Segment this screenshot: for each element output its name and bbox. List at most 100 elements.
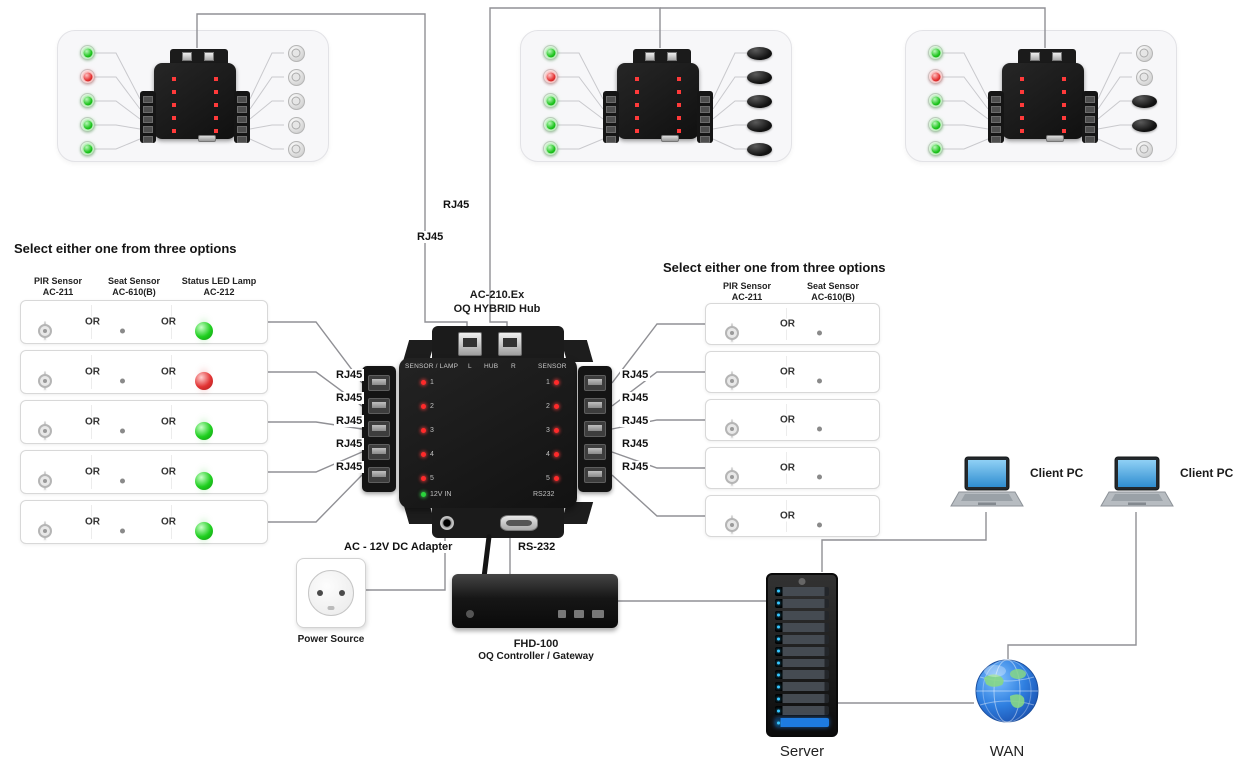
rj45-label: RJ45: [620, 415, 651, 427]
hub-led: 4: [421, 451, 434, 458]
hub-led: 2: [546, 403, 559, 410]
pir-sensor-icon: [287, 140, 305, 158]
pir-sensor-icon: [287, 68, 305, 86]
option-row-right-3: OR: [705, 399, 880, 441]
hub-top-ports: [432, 326, 564, 362]
status-led-lamp-icon: [195, 521, 213, 540]
seat-sensor-icon: [746, 94, 772, 108]
sensor-device: [1130, 43, 1158, 63]
option-row-left-5: OR OR: [20, 500, 268, 544]
server-label: Server: [779, 743, 825, 760]
rj45-port-icon: [368, 444, 390, 460]
lan-port-icon: [592, 610, 604, 618]
status-led: [928, 141, 943, 156]
option-row-left-2: OR OR: [20, 350, 268, 394]
server-slat: [775, 610, 829, 620]
rj45-port-icon: [368, 398, 390, 414]
hub-led: 1: [421, 379, 434, 386]
hub-bottom-panel: [432, 508, 564, 538]
rj45-label: RJ45: [334, 461, 365, 473]
pir-sensor-icon: [38, 371, 52, 390]
server-slat: [775, 682, 829, 692]
client-pc-label: Client PC: [1180, 466, 1234, 480]
server-slat: [775, 694, 829, 704]
hub-led: 4: [546, 451, 559, 458]
or-label: OR: [778, 318, 797, 330]
rj45-port-icon: [498, 332, 522, 356]
rj45-port-icon: [368, 375, 390, 391]
or-label: OR: [83, 416, 102, 428]
rj45-label: RJ45: [441, 199, 472, 211]
option-row-right-2: OR: [705, 351, 880, 393]
power-button-icon: [466, 610, 474, 618]
controller-name-label: OQ Controller / Gateway: [478, 651, 594, 662]
rj45-label: RJ45: [620, 461, 651, 473]
rs232-port-icon: [500, 515, 538, 531]
pir-sensor-icon: [725, 323, 739, 342]
server-slat: [775, 670, 829, 680]
seat-sensor-icon: [746, 142, 772, 156]
hub-rs232-text: RS232: [533, 491, 555, 498]
rj45-port-icon: [584, 398, 606, 414]
server-slat: [775, 646, 829, 656]
or-label: OR: [83, 466, 102, 478]
mini-hub-left-ports: [988, 91, 1004, 143]
status-led: [80, 69, 95, 84]
sensor-device: [745, 67, 773, 87]
mini-hub-serial-port: [661, 135, 679, 142]
hub-led: 5: [546, 475, 559, 482]
status-led: [928, 117, 943, 132]
rj45-label: RJ45: [334, 438, 365, 450]
rj45-port-icon: [584, 375, 606, 391]
pir-sensor-icon: [287, 116, 305, 134]
mini-hub-top-ports: [633, 49, 691, 64]
status-led-lamp-icon: [195, 321, 213, 340]
pir-sensor-icon: [725, 419, 739, 438]
sensor-device: [282, 67, 310, 87]
usb-port-icon: [558, 610, 566, 618]
rj45-port-icon: [458, 332, 482, 356]
mini-hub-right-ports: [1082, 91, 1098, 143]
cable-left-5: [268, 474, 363, 523]
red-led-icon: [553, 476, 559, 481]
hub-name: OQ HYBRID Hub: [453, 303, 541, 316]
mini-hub-serial-port: [1046, 135, 1064, 142]
seat-sensor-icon: [1131, 94, 1157, 108]
status-led-lamp-icon: [195, 371, 213, 390]
rs232-label: RS-232: [516, 541, 558, 553]
or-label: OR: [159, 516, 178, 528]
option-row-left-4: OR OR: [20, 450, 268, 494]
sensor-device: [1130, 91, 1158, 111]
controller-model-label: FHD-100: [513, 638, 559, 650]
option-row-right-1: OR: [705, 303, 880, 345]
cable-pc2-wan: [1007, 512, 1137, 659]
dc-power-jack-icon: [440, 516, 454, 530]
mini-hub-body: [1002, 63, 1084, 139]
hub-body: [399, 358, 577, 508]
column-header: Status LED Lamp AC-212: [181, 276, 257, 298]
column-header: PIR Sensor AC-211: [33, 276, 82, 298]
or-label: OR: [159, 466, 178, 478]
rj45-port-icon: [667, 52, 677, 61]
or-label: OR: [778, 366, 797, 378]
status-led-lamp-icon: [195, 471, 213, 490]
server-slat: [775, 634, 829, 644]
status-led: [543, 141, 558, 156]
status-led: [928, 69, 943, 84]
or-label: OR: [778, 414, 797, 426]
sensor-device: [745, 43, 773, 63]
or-label: OR: [83, 366, 102, 378]
cable-right-5: [611, 474, 705, 517]
or-label: OR: [778, 462, 797, 474]
sensor-device: [282, 139, 310, 159]
mini-hub-top-ports: [170, 49, 228, 64]
device-panel-3: [905, 30, 1177, 162]
red-led-icon: [421, 476, 426, 481]
sensor-device: [745, 91, 773, 111]
status-led: [543, 45, 558, 60]
hub-panel-text: SENSOR / LAMP: [405, 363, 459, 370]
or-label: OR: [778, 510, 797, 522]
rj45-label: RJ45: [620, 392, 651, 404]
hub-label: AC-210.Ex OQ HYBRID Hub: [427, 288, 567, 317]
rj45-label: RJ45: [415, 231, 446, 243]
